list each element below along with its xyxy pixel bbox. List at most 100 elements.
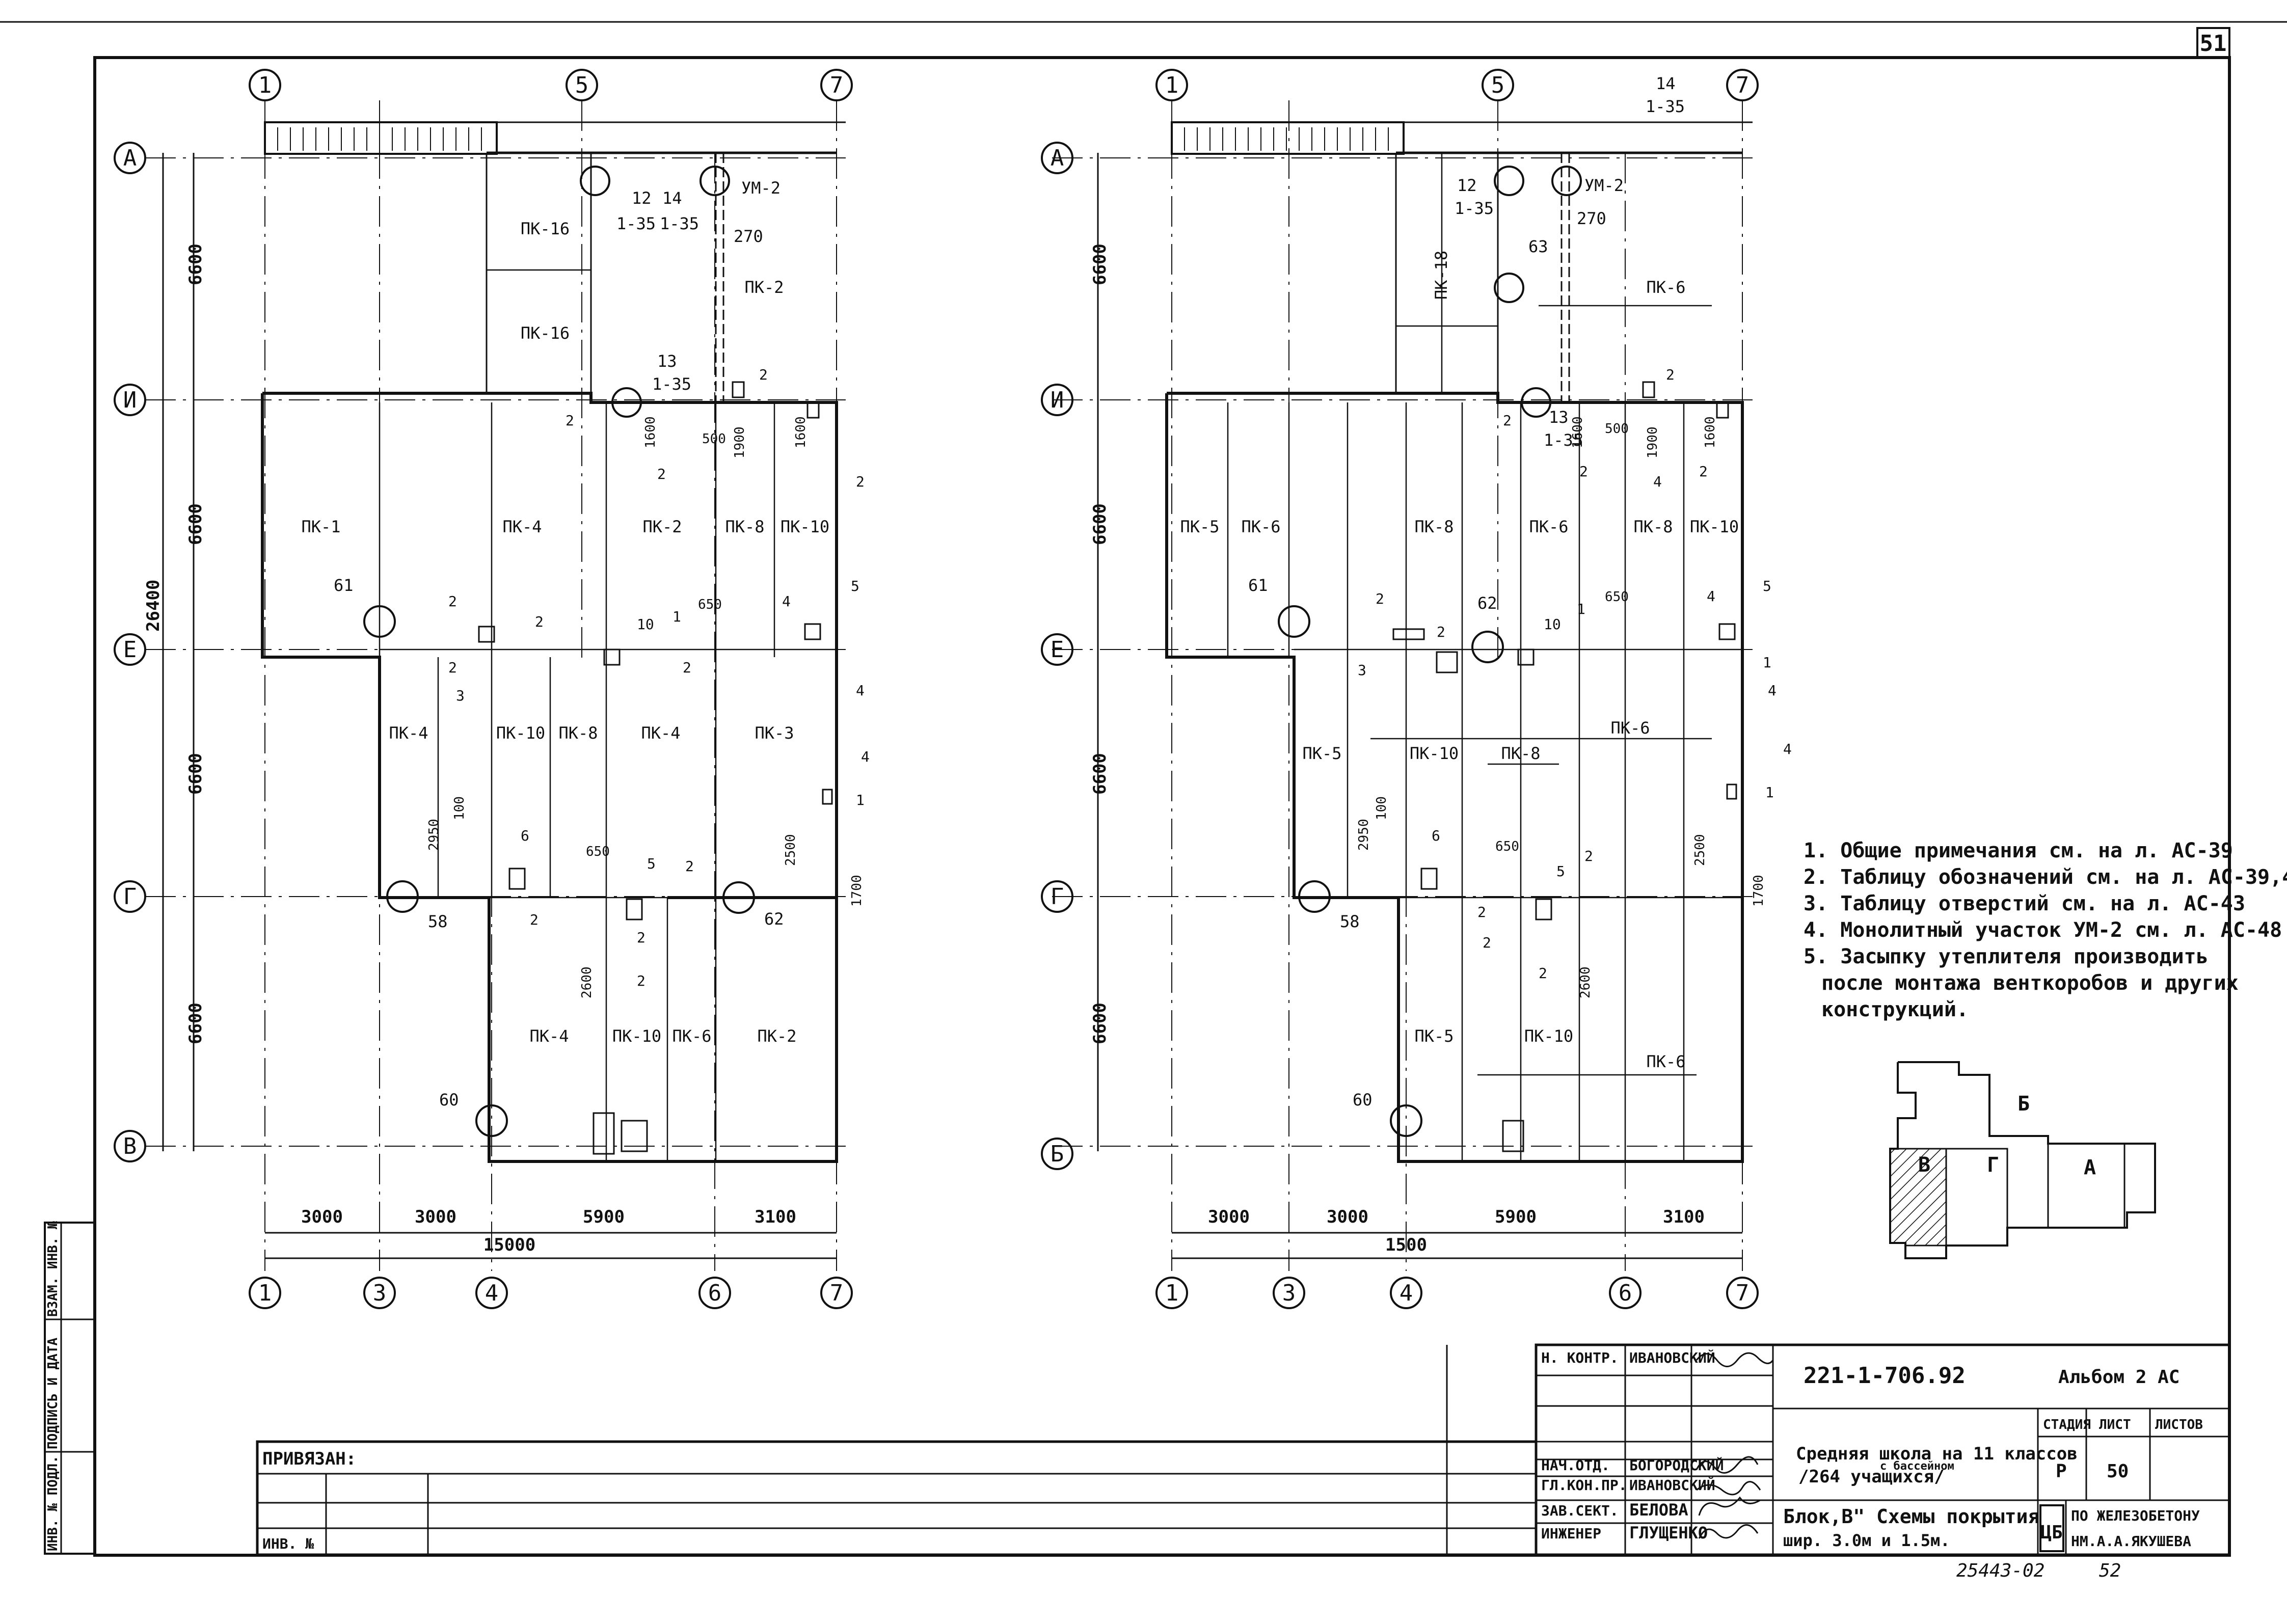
local-dim: 100 [1374,796,1389,820]
tag: 2 [1437,624,1445,640]
marker-label: 60 [1353,1090,1373,1109]
bottom-dim: 3000 [415,1207,456,1227]
role-label: Н. КОНТР. [1541,1349,1619,1366]
archive-code: 25443-02 [1956,1560,2044,1581]
axis-label: А [1051,145,1064,171]
title-block: ПРИВЯЗАН: ИНВ. № Н. КОНТР. НАЧ.ОТД. ГЛ.К… [256,1343,2231,1556]
local-dim: 2500 [783,834,798,866]
tag: 2 [637,929,645,946]
tag: 2 [1584,848,1593,864]
local-dim: 650 [586,844,610,859]
project-title-2: /264 учащихся/ [1798,1467,1945,1487]
panel-label: ПК-6 [1241,517,1280,536]
tag: 1 [856,792,865,808]
bottom-dim: 5900 [1495,1207,1537,1227]
marker-label: 1-35 [652,374,691,394]
axis-label: 6 [1619,1280,1632,1306]
key-block-label: Г [1987,1153,1999,1177]
role-label: ГЛ.КОН.ПР. [1541,1477,1627,1494]
bottom-dim: 3100 [1663,1207,1705,1227]
row-dim: 6600 [1090,503,1110,545]
tag: 2 [530,911,539,928]
panel-label: ПК-8 [725,517,764,536]
tag: 2 [1579,463,1588,480]
panel-label: ПК-4 [502,517,542,536]
tag: 2 [535,613,544,630]
project-title-sub: с бассейном [1880,1460,1954,1473]
marker-label: 1-35 [660,214,699,233]
marker-label: 58 [1340,912,1360,931]
tag: 2 [759,366,768,383]
marker-label: 62 [764,909,784,929]
marker-label: 270 [734,227,763,246]
tag: 2 [1477,904,1486,921]
local-dim: 500 [1605,421,1629,437]
tag: 4 [1653,473,1662,490]
tag: 2 [856,473,865,490]
bottom-dim: 3000 [1208,1207,1250,1227]
panel-label: ПК-4 [389,723,428,743]
marker-label: 12 [632,188,652,208]
axis-label: Б [1051,1141,1064,1167]
tag: 1 [1765,784,1774,801]
tag: 4 [856,682,865,699]
axis-label: В [123,1133,137,1159]
row-dim: 6600 [185,503,206,545]
tag: 4 [861,748,870,765]
sheets-header: ЛИСТОВ [2155,1417,2203,1432]
overall-horizontal-dim: 1500 [1385,1235,1427,1255]
notes: 1. Общие примечания см. на л. АС-39 2. Т… [1804,839,2287,1021]
local-dim: 100 [452,796,467,820]
tag: 6 [521,827,529,844]
tag: 2 [1503,412,1512,429]
tag: 2 [657,466,666,482]
marker-label: 60 [439,1090,459,1109]
marker-label: 13 [1549,408,1569,427]
person-name: ИВАНОВСКИЙ [1629,1476,1715,1494]
panel-label: ПК-6 [672,1026,711,1046]
marker-label: 14 [662,188,682,208]
local-dim: 650 [1605,589,1629,605]
panel-label: ПК-10 [496,723,545,743]
bottom-dim: 5900 [583,1207,625,1227]
tag: 4 [1783,741,1792,757]
row-dim: 6600 [185,243,206,285]
panel-label: ПК-2 [757,1026,796,1046]
panel-label: ПК-6 [1646,278,1685,297]
marker-label: 1-35 [1544,430,1583,450]
sheet-title-2: шир. 3.0м и 1.5м. [1783,1531,1950,1550]
org-name-2: НМ.А.А.ЯКУШЕВА [2071,1533,2191,1550]
panel-label: ПК-5 [1180,517,1219,536]
panel-label: ПК-8 [558,723,598,743]
axis-label: 3 [1282,1280,1296,1306]
marker-label: 62 [1477,593,1497,613]
local-dim: 2600 [1578,966,1593,998]
axis-label: Е [1051,637,1064,663]
key-block-label: А [2084,1156,2096,1179]
person-name: БОГОРОДСКИЙ [1629,1456,1724,1474]
marker-label: 1-35 [1455,199,1494,218]
axis-label: 3 [373,1280,387,1306]
album-label: Альбом 2 АС [2058,1367,2180,1388]
axis-label: 7 [830,72,844,98]
tag: 2 [637,972,645,989]
sheet-title: Блок,В" Схемы покрытия [1783,1505,2039,1528]
tag: 2 [566,412,574,429]
panel-label: ПК-10 [781,517,829,536]
tag: 5 [851,578,859,594]
overall-vertical-dim: 26400 [143,580,164,632]
row-dim: 6600 [1090,1003,1110,1044]
tag: 1 [672,608,681,625]
panel-label: ПК-6 [1610,718,1650,738]
axis-label: 7 [1736,72,1750,98]
role-label: ЗАВ.СЕКТ. [1541,1502,1619,1519]
panel-label: ПК-8 [1633,517,1673,536]
overall-horizontal-dim: 15000 [483,1235,535,1255]
marker-label: 1-35 [1646,97,1685,116]
marker-label: 61 [1248,576,1268,595]
axis-label: 4 [1400,1280,1413,1306]
note-line: конструкций. [1821,998,1969,1021]
panel-label: ПК-10 [612,1026,661,1046]
person-name: ГЛУЩЕНКО [1629,1523,1708,1542]
